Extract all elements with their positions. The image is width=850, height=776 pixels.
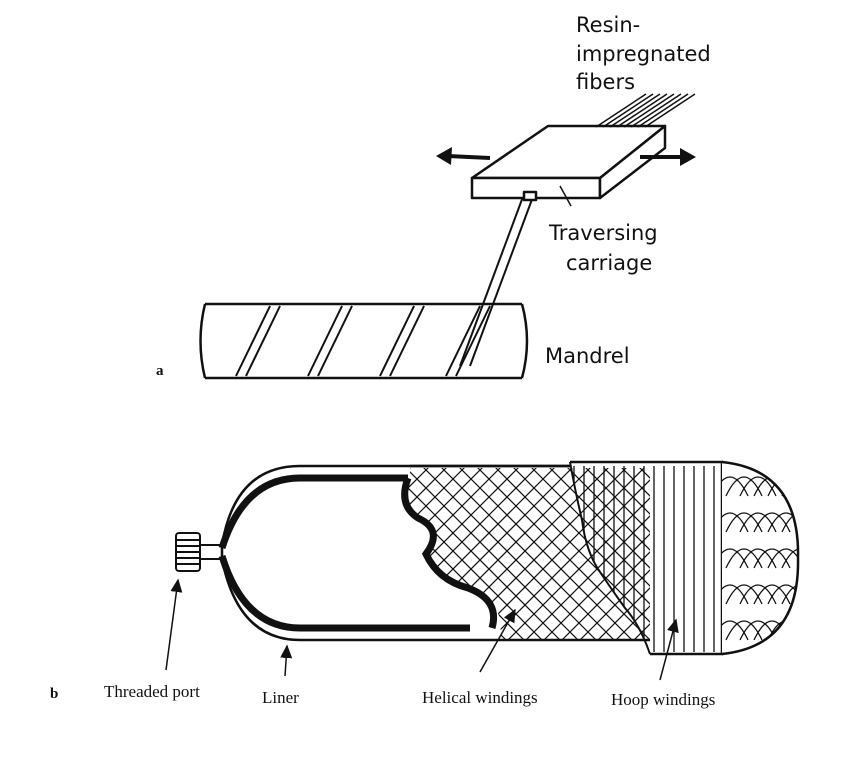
hatch-line — [505, 468, 650, 640]
panel-b: Threaded port Liner Helical windings Hoo… — [50, 460, 850, 709]
dome-arc — [781, 548, 799, 569]
hatch-line — [794, 460, 850, 660]
dome-arc — [739, 512, 777, 533]
hatch-line — [577, 468, 650, 640]
mandrel-fiber-bands — [235, 305, 491, 377]
dome-arc — [781, 512, 799, 533]
panel-a-letter: a — [156, 363, 164, 379]
hatch-line — [469, 468, 650, 640]
dome-arc — [722, 620, 749, 641]
hatch-line — [812, 460, 850, 660]
right-arrow-icon — [640, 148, 696, 166]
hatch-line — [406, 468, 491, 640]
liner — [218, 474, 497, 632]
dome-arc — [781, 584, 799, 605]
dome-arc — [767, 512, 799, 533]
dome-arc — [725, 476, 763, 497]
dome-arc — [753, 512, 791, 533]
dome-arc — [722, 476, 749, 497]
dome-arc — [781, 476, 799, 497]
hatch-line — [406, 468, 473, 640]
hatch-line — [830, 460, 850, 660]
threaded-port — [175, 532, 223, 572]
hatch-line — [613, 468, 650, 640]
hatch-line — [595, 468, 650, 640]
hatch-line — [559, 468, 650, 640]
hatch-line — [812, 460, 850, 660]
dome-arc — [722, 548, 749, 569]
resin-label-line1: Resin- — [576, 13, 640, 37]
fiber-feed-band — [459, 193, 535, 367]
panel-a: Resin- impregnated fibers Traversing car… — [156, 13, 711, 380]
dome-arc — [739, 476, 777, 497]
hatch-line — [577, 468, 650, 640]
hatch-line — [595, 468, 650, 640]
dome-arc — [725, 584, 763, 605]
dome-arc — [767, 584, 799, 605]
carriage-leader — [559, 185, 572, 207]
helical-outline — [410, 464, 650, 642]
hoop-windings-label: Hoop windings — [611, 690, 715, 709]
dome-arc — [725, 620, 763, 641]
traversing-carriage — [470, 124, 667, 202]
liner-label: Liner — [262, 688, 299, 707]
dome-arc — [725, 548, 763, 569]
hatch-line — [613, 468, 650, 640]
resin-label-line3: fibers — [576, 70, 635, 94]
resin-label-line2: impregnated — [576, 42, 711, 66]
dome-arc — [739, 548, 777, 569]
left-arrow-icon — [436, 147, 491, 165]
vessel-outline — [220, 464, 570, 642]
hoop-outline — [569, 460, 724, 656]
hatch-line — [487, 468, 650, 640]
hatch-line — [406, 468, 563, 640]
mandrel-label: Mandrel — [545, 344, 630, 368]
dome-end — [721, 460, 800, 656]
hatch-line — [406, 468, 545, 640]
hatch-line — [541, 468, 650, 640]
panel-b-letter: b — [50, 686, 58, 702]
dome-arc — [781, 620, 799, 641]
carriage-label-line1: Traversing — [548, 221, 658, 245]
hatch-line — [406, 468, 455, 640]
dome-arc — [753, 548, 791, 569]
dome-arc — [722, 512, 749, 533]
label-leaders — [165, 578, 679, 681]
dome-arc — [739, 584, 777, 605]
dome-arc — [753, 584, 791, 605]
helical-windings-label: Helical windings — [422, 688, 538, 707]
resin-fibers — [595, 93, 696, 128]
dome-arc — [767, 548, 799, 569]
mandrel — [199, 302, 529, 380]
hatch-line — [794, 460, 850, 660]
dome-arc — [722, 584, 749, 605]
threaded-port-label: Threaded port — [104, 682, 200, 701]
hatch-line — [559, 468, 650, 640]
hatch-line — [830, 460, 850, 660]
dome-arc — [725, 512, 763, 533]
hoop-windings-region — [573, 466, 715, 652]
carriage-label-line2: carriage — [566, 251, 652, 275]
dome-arc — [739, 620, 777, 641]
